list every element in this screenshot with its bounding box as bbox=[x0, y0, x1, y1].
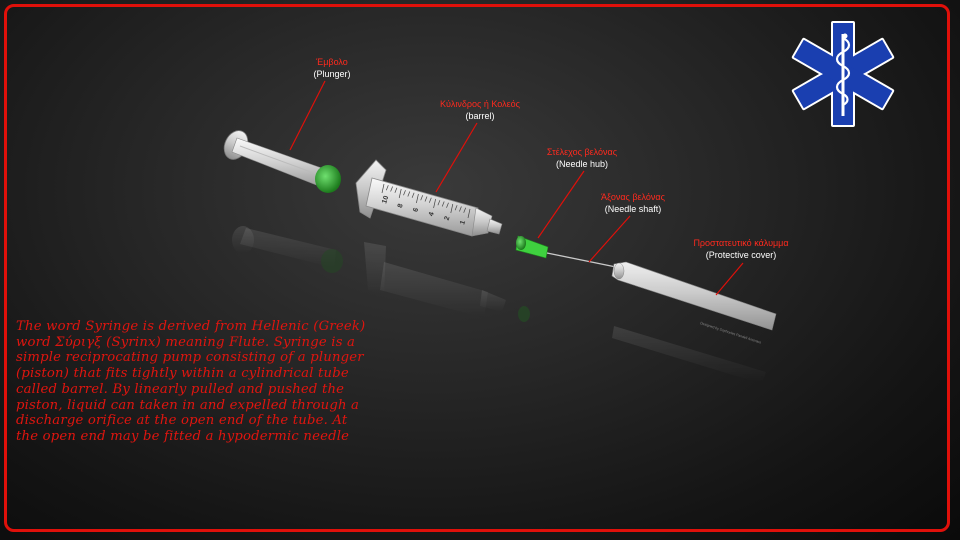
label-protective-cover-english: (Protective cover) bbox=[705, 250, 777, 260]
barrel-scale-tick bbox=[411, 192, 415, 198]
barrel-scale-tick bbox=[385, 185, 389, 191]
barrel-scale-tick bbox=[416, 193, 419, 204]
barrel-scale-tick bbox=[381, 183, 385, 194]
leader-lines bbox=[289, 80, 744, 296]
barrel-scale-tick bbox=[407, 191, 411, 197]
needle-hub-leader bbox=[537, 170, 585, 239]
needle-hub bbox=[515, 235, 549, 259]
needle-shaft-leader bbox=[588, 215, 631, 263]
label-needle-shaft-english: (Needle shaft) bbox=[604, 204, 662, 214]
plunger-leader bbox=[289, 80, 326, 151]
barrel-scale-tick bbox=[467, 208, 471, 219]
label-plunger-greek: Έμβολο bbox=[316, 57, 348, 67]
barrel-scale-tick bbox=[390, 186, 393, 192]
syringe-description: The word Syringe is derived from Helleni… bbox=[16, 319, 366, 444]
barrel-scale-tick bbox=[428, 197, 432, 203]
barrel-scale-number: 4 bbox=[428, 211, 436, 217]
barrel-scale-tick bbox=[441, 201, 445, 207]
needle-shaft bbox=[546, 252, 617, 268]
barrel-scale-tick bbox=[420, 195, 424, 201]
label-barrel-english: (barrel) bbox=[465, 111, 495, 121]
barrel-scale-tick bbox=[437, 200, 441, 206]
barrel-scale-tick bbox=[446, 202, 449, 208]
label-plunger: Έμβολο (Plunger) bbox=[313, 56, 350, 80]
barrel-leader bbox=[435, 122, 478, 193]
barrel: 10 8 6 4 2 1 bbox=[355, 159, 503, 237]
red-frame-border bbox=[4, 4, 950, 532]
label-protective-cover-greek: Προστατευτικό κάλυμμα bbox=[693, 238, 789, 248]
barrel-scale bbox=[381, 183, 471, 219]
floor-reflection bbox=[232, 226, 766, 384]
barrel-scale-tick bbox=[463, 207, 467, 213]
label-needle-hub: Στέλεχος βελόνας (Needle hub) bbox=[547, 146, 617, 170]
barrel-scale-number: 8 bbox=[397, 203, 405, 209]
label-barrel: Κύλινδρος ή Κολεός (barrel) bbox=[440, 98, 520, 122]
barrel-scale-tick bbox=[398, 188, 402, 199]
label-needle-hub-greek: Στέλεχος βελόνας bbox=[546, 147, 618, 157]
protective-cover-leader bbox=[715, 262, 744, 296]
label-needle-hub-english: (Needle hub) bbox=[555, 159, 609, 169]
label-barrel-greek: Κύλινδρος ή Κολεός bbox=[440, 99, 520, 109]
barrel-scale-number: 6 bbox=[412, 207, 420, 213]
label-protective-cover: Προστατευτικό κάλυμμα (Protective cover) bbox=[693, 237, 788, 261]
barrel-scale-tick bbox=[450, 203, 454, 214]
star-of-life-icon bbox=[791, 21, 895, 127]
barrel-scale-number: 10 bbox=[381, 195, 390, 205]
barrel-scale-tick bbox=[454, 205, 458, 211]
protective-cover: Designed by Sophocles Pandeli Antonios bbox=[611, 261, 777, 345]
label-needle-shaft-greek: Άξονας βελόνας bbox=[601, 192, 665, 202]
barrel-scale-tick bbox=[403, 190, 406, 196]
barrel-tip bbox=[486, 218, 503, 235]
barrel-scale-number: 2 bbox=[444, 215, 452, 221]
label-needle-shaft: Άξονας βελόνας (Needle shaft) bbox=[601, 191, 665, 215]
plunger-rubber-tip bbox=[315, 165, 341, 193]
barrel-scale-tick bbox=[394, 187, 398, 193]
barrel-scale-tick bbox=[459, 206, 462, 212]
svg-text:Designed by Sophocles Pandeli: Designed by Sophocles Pandeli Antonios bbox=[700, 321, 762, 345]
barrel-scale-tick bbox=[433, 198, 436, 209]
barrel-scale-tick bbox=[424, 196, 428, 202]
plunger bbox=[223, 130, 341, 193]
barrel-scale-number: 1 bbox=[459, 220, 467, 226]
label-plunger-english: (Plunger) bbox=[313, 69, 351, 79]
